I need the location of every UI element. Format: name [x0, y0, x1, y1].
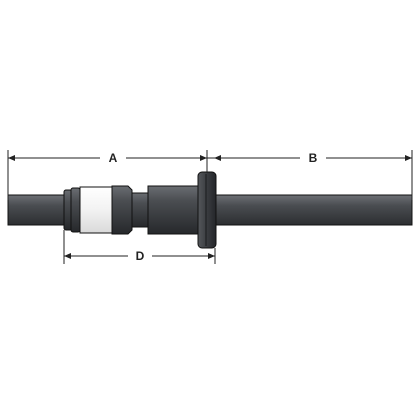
right-rod — [214, 194, 413, 226]
left-ring-inner — [70, 187, 81, 233]
white-collar — [79, 186, 113, 234]
fitting-flange — [197, 171, 217, 249]
fitting-neck — [131, 192, 149, 228]
fitting-main-body — [147, 185, 199, 235]
dimension-b: B — [207, 150, 413, 200]
dimension-a: A — [7, 150, 208, 200]
dimension-d-label: D — [136, 249, 145, 263]
dimension-d: D — [63, 230, 216, 264]
dimension-a-label: A — [109, 151, 118, 165]
dimension-b-label: B — [309, 151, 318, 165]
left-rod — [7, 194, 71, 226]
nut-body — [111, 185, 133, 235]
